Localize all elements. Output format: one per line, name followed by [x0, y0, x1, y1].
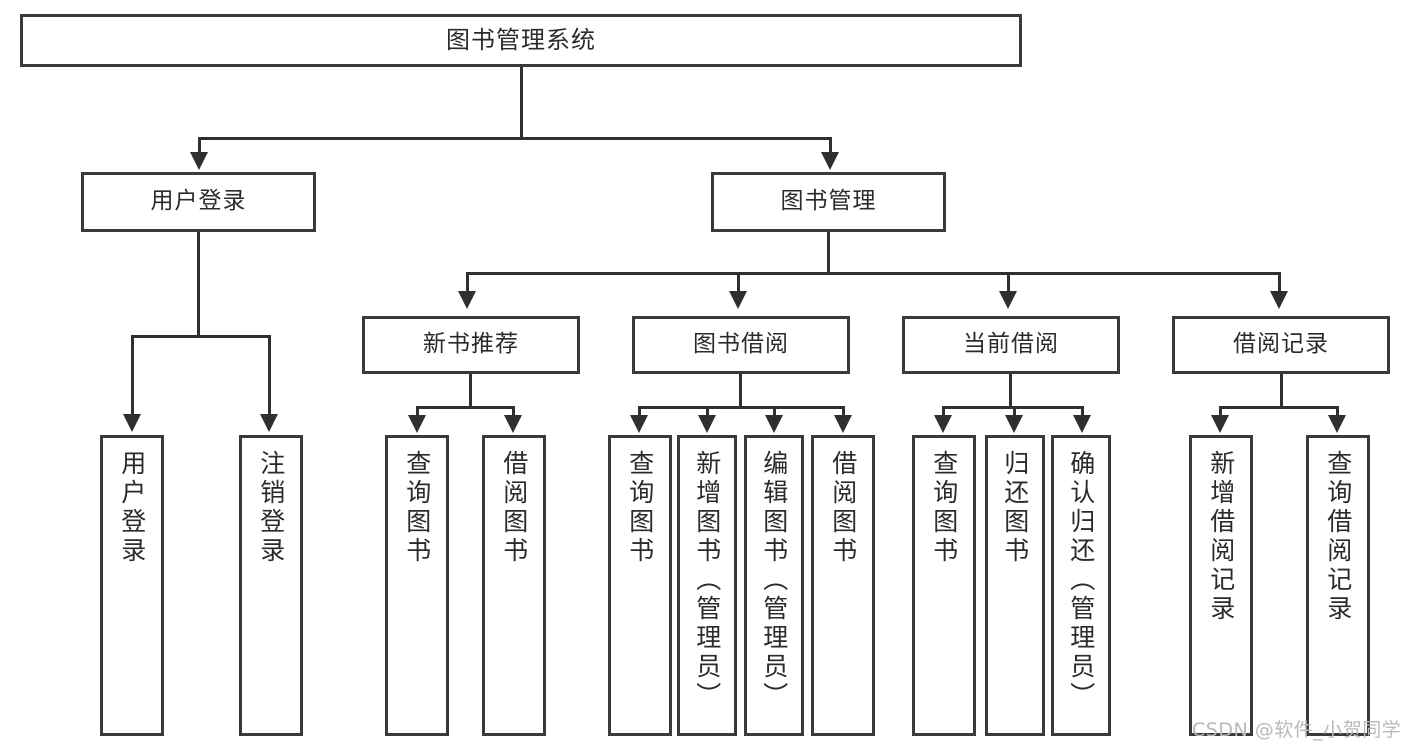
- arrow-bb-to-leaf-1: [630, 415, 648, 433]
- edge-new-book-bus: [416, 406, 515, 409]
- node-book-borrow[interactable]: 图书借阅: [632, 316, 850, 374]
- node-label: 确认归还（管理员）: [1066, 450, 1096, 711]
- node-user-login[interactable]: 用户登录: [81, 172, 316, 232]
- node-leaf-user-login[interactable]: 用户登录: [100, 435, 164, 736]
- node-label: 借阅记录: [1233, 331, 1329, 358]
- node-new-book-recommend[interactable]: 新书推荐: [362, 316, 580, 374]
- node-leaf-query-book[interactable]: 查询图书: [608, 435, 672, 736]
- node-leaf-add-borrow-record[interactable]: 新增借阅记录: [1189, 435, 1253, 736]
- node-label: 借阅图书: [499, 450, 529, 566]
- node-leaf-confirm-return-admin[interactable]: 确认归还（管理员）: [1051, 435, 1111, 736]
- edge-bb-to-leaf-1: [638, 406, 641, 418]
- watermark-text: CSDN @软件_小贺同学: [1192, 719, 1402, 741]
- node-leaf-query-borrow-record[interactable]: 查询借阅记录: [1306, 435, 1370, 736]
- edge-cb-to-leaf-1: [942, 406, 945, 418]
- node-label: 注销登录: [256, 450, 286, 566]
- node-label: 查询图书: [929, 450, 959, 566]
- edge-user-login-to-leaf-2: [268, 335, 271, 417]
- arrow-bm-to-book-borrow: [729, 291, 747, 309]
- node-label: 用户登录: [117, 450, 147, 566]
- node-label: 新书推荐: [423, 331, 519, 358]
- node-root-book-management-system[interactable]: 图书管理系统: [20, 14, 1022, 67]
- arrow-bm-to-new-book: [458, 291, 476, 309]
- edge-br-to-leaf-1: [1219, 406, 1222, 418]
- node-leaf-query-book-recommend[interactable]: 查询图书: [385, 435, 449, 736]
- node-label: 图书管理: [780, 188, 877, 215]
- edge-user-login-stem: [197, 232, 200, 335]
- node-leaf-logout[interactable]: 注销登录: [239, 435, 303, 736]
- edge-borrow-record-stem: [1280, 374, 1283, 406]
- edge-cb-to-leaf-3: [1081, 406, 1084, 418]
- edge-book-borrow-stem: [739, 374, 742, 406]
- node-label: 借阅图书: [828, 450, 858, 566]
- node-label: 当前借阅: [963, 331, 1059, 358]
- edge-bb-to-leaf-2: [706, 406, 709, 418]
- node-label: 归还图书: [1000, 450, 1030, 566]
- node-label: 图书借阅: [693, 331, 789, 358]
- arrow-cb-to-leaf-3: [1073, 415, 1091, 433]
- node-label: 用户登录: [150, 188, 247, 215]
- edge-book-management-bus: [466, 272, 1281, 275]
- node-borrow-record[interactable]: 借阅记录: [1172, 316, 1390, 374]
- arrow-br-to-leaf-1: [1211, 415, 1229, 433]
- arrow-bb-to-leaf-3: [765, 415, 783, 433]
- arrow-nb-to-leaf-2: [504, 415, 522, 433]
- edge-book-management-stem: [827, 232, 830, 272]
- node-leaf-edit-book-admin[interactable]: 编辑图书（管理员）: [744, 435, 804, 736]
- node-label: 新增图书（管理员）: [692, 450, 722, 711]
- node-label: 查询图书: [402, 450, 432, 566]
- edge-cb-to-leaf-2: [1013, 406, 1016, 418]
- edge-book-borrow-bus: [638, 406, 845, 409]
- edge-new-book-stem: [469, 374, 472, 406]
- arrow-cb-to-leaf-1: [934, 415, 952, 433]
- arrow-bb-to-leaf-2: [698, 415, 716, 433]
- node-leaf-borrow-book-recommend[interactable]: 借阅图书: [482, 435, 546, 736]
- edge-root-stem: [520, 67, 523, 137]
- node-book-management[interactable]: 图书管理: [711, 172, 946, 232]
- arrow-user-login-to-leaf-1: [123, 414, 141, 432]
- arrow-nb-to-leaf-1: [408, 415, 426, 433]
- edge-bm-to-new-book: [466, 272, 469, 294]
- edge-br-to-leaf-2: [1336, 406, 1339, 418]
- arrow-root-to-user-login: [190, 152, 208, 170]
- edge-bb-to-leaf-4: [842, 406, 845, 418]
- node-label: 图书管理系统: [446, 26, 596, 55]
- node-label: 查询借阅记录: [1323, 450, 1353, 624]
- edge-root-to-user-login: [198, 137, 201, 157]
- edge-current-borrow-stem: [1009, 374, 1012, 406]
- edge-bm-to-current-borrow: [1007, 272, 1010, 294]
- node-label: 编辑图书（管理员）: [759, 450, 789, 711]
- arrow-user-login-to-leaf-2: [260, 414, 278, 432]
- arrow-root-to-book-management: [821, 152, 839, 170]
- edge-bm-to-book-borrow: [737, 272, 740, 294]
- edge-nb-to-leaf-1: [416, 406, 419, 418]
- edge-root-bus: [198, 137, 832, 140]
- arrow-bm-to-borrow-record: [1270, 291, 1288, 309]
- node-label: 查询图书: [625, 450, 655, 566]
- edge-user-login-to-leaf-1: [131, 335, 134, 417]
- node-label: 新增借阅记录: [1206, 450, 1236, 624]
- node-leaf-borrow-book[interactable]: 借阅图书: [811, 435, 875, 736]
- node-leaf-return-book[interactable]: 归还图书: [985, 435, 1045, 736]
- edge-bm-to-borrow-record: [1278, 272, 1281, 294]
- arrow-bm-to-current-borrow: [999, 291, 1017, 309]
- node-leaf-add-book-admin[interactable]: 新增图书（管理员）: [677, 435, 737, 736]
- arrow-br-to-leaf-2: [1328, 415, 1346, 433]
- edge-bb-to-leaf-3: [773, 406, 776, 418]
- edge-root-to-book-management: [829, 137, 832, 157]
- arrow-cb-to-leaf-2: [1005, 415, 1023, 433]
- arrow-bb-to-leaf-4: [834, 415, 852, 433]
- edge-user-login-bus: [131, 335, 270, 338]
- edge-nb-to-leaf-2: [512, 406, 515, 418]
- node-leaf-query-book-current[interactable]: 查询图书: [912, 435, 976, 736]
- node-current-borrow[interactable]: 当前借阅: [902, 316, 1120, 374]
- edge-borrow-record-bus: [1219, 406, 1338, 409]
